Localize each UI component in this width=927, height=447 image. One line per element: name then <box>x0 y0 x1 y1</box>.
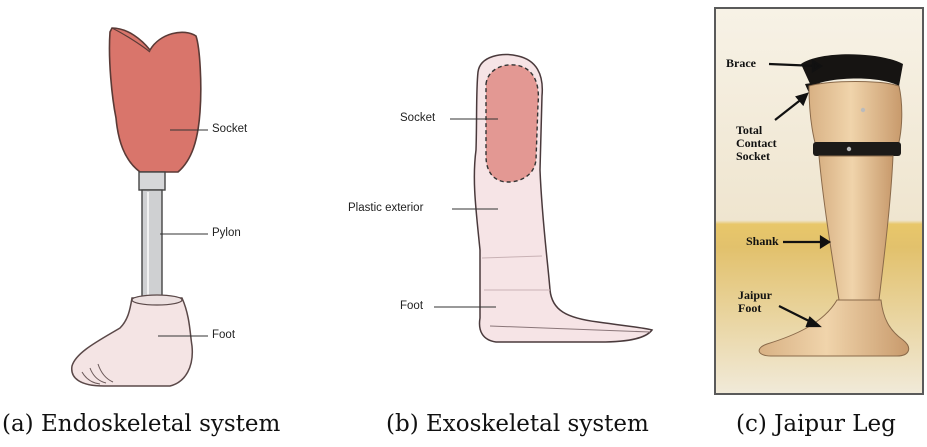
panel-exoskeletal: Socket Plastic exterior Foot (b) Exoskel… <box>330 0 710 447</box>
caption-b: (b) Exoskeletal system <box>386 411 649 437</box>
label-socket-c-line3: Socket <box>736 150 770 163</box>
label-socket: Socket <box>212 123 247 135</box>
photo-socket <box>809 82 902 151</box>
label-jaipur-foot-line2: Foot <box>738 302 761 315</box>
panel-jaipur-leg: Brace Total Contact Socket Shank Jaipur … <box>713 0 927 447</box>
endo-foot <box>72 298 193 386</box>
endo-pylon <box>142 190 162 298</box>
label-socket-b: Socket <box>400 112 435 124</box>
label-foot-b: Foot <box>400 300 423 312</box>
endo-socket <box>109 28 200 172</box>
caption-c: (c) Jaipur Leg <box>736 411 896 437</box>
endoskeletal-illustration <box>0 0 330 400</box>
label-foot: Foot <box>212 329 235 341</box>
exoskeletal-illustration <box>330 0 710 400</box>
panel-endoskeletal: Socket Pylon Foot (a) Endoskeletal syste… <box>0 0 330 447</box>
label-brace: Brace <box>726 57 756 70</box>
label-shank: Shank <box>746 235 779 248</box>
label-plastic-exterior: Plastic exterior <box>348 202 423 214</box>
exo-socket <box>486 65 538 182</box>
endo-adapter <box>139 172 165 190</box>
label-pylon: Pylon <box>212 227 241 239</box>
caption-a: (a) Endoskeletal system <box>2 411 280 437</box>
